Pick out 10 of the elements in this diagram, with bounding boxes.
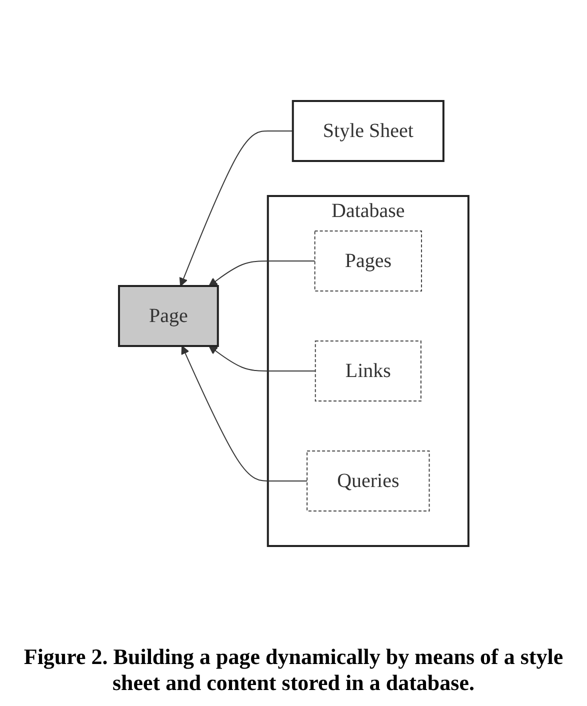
arrow [179, 130, 294, 286]
node-box: Style Sheet [292, 100, 444, 162]
arrow [181, 345, 308, 481]
node-box: Pages [314, 230, 422, 291]
node-box: Page [118, 284, 219, 346]
figure-caption: Figure 2. Building a page dynamically by means of a style sheet and content stored in a database. [22, 644, 564, 696]
node-box: Links [314, 340, 422, 401]
node-box: Queries [306, 450, 430, 511]
arrow [208, 345, 316, 371]
arrow [208, 260, 316, 286]
